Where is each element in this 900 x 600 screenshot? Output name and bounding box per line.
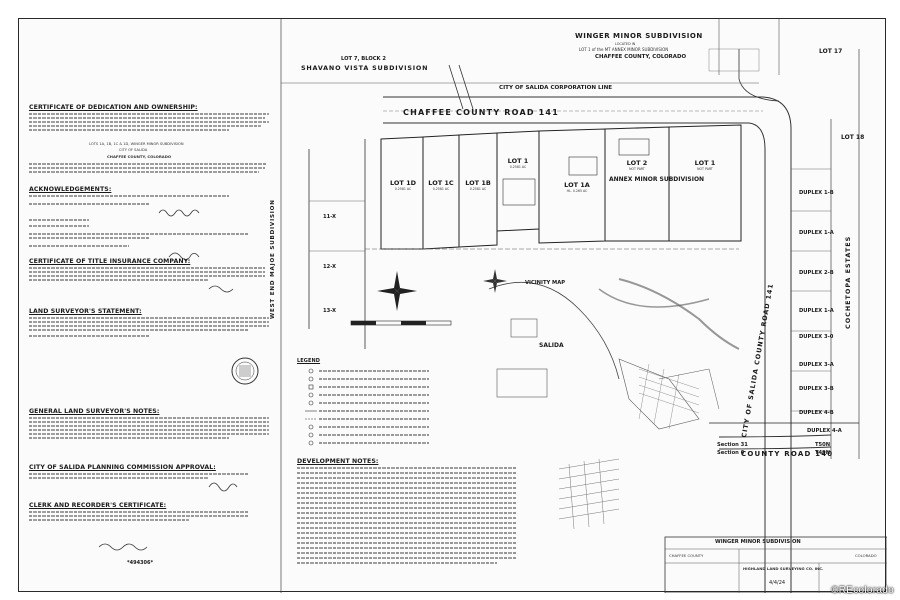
duplex-label: DUPLEX 4-A [807, 428, 842, 434]
dedication-sub-3: CHAFFEE COUNTY, COLORADO [107, 154, 172, 159]
shavano-label: SHAVANO VISTA SUBDIVISION [301, 64, 429, 72]
duplex-label: DUPLEX 2-B [799, 270, 834, 276]
side-lot-12x: 12-X [323, 264, 336, 270]
acknowledgements-heading: ACKNOWLEDGEMENTS: [29, 186, 112, 193]
duplex-label: DUPLEX 3-A [799, 362, 834, 368]
bottom-title-firm: HIGHLAND LAND SURVEYING CO. INC. [743, 566, 824, 571]
survey-plat-sheet: WINGER MINOR SUBDIVISION LOCATED IN LOT … [18, 18, 887, 593]
planning-approval-heading: CITY OF SALIDA PLANNING COMMISSION APPRO… [29, 464, 216, 471]
lot7-label: LOT 7, BLOCK 2 [341, 56, 386, 62]
dedication-sub-1: LOTS 1A, 1B, 1C & 1D, WINGER MINOR SUBDI… [89, 142, 184, 146]
duplex-label: DUPLEX 3-0 [799, 334, 834, 340]
dedication-sub-2: CITY OF SALIDA [119, 148, 148, 152]
title-block-line3: CHAFFEE COUNTY, COLORADO [595, 54, 687, 60]
corporation-line-label: CITY OF SALIDA CORPORATION LINE [499, 85, 613, 91]
lot-1-not-part: LOT 1 NOT PART [694, 159, 716, 171]
lot18-label: LOT 18 [841, 134, 865, 141]
lot-1a: LOT 1A HL. 0.265 AC [564, 181, 590, 193]
general-notes-heading: GENERAL LAND SURVEYOR'S NOTES: [29, 408, 160, 415]
plat-linework [98, 19, 887, 593]
side-lot-11x: 11-X [323, 214, 336, 220]
title-insurance-heading: CERTIFICATE OF TITLE INSURANCE COMPANY: [29, 258, 191, 265]
lot-1c: LOT 1C 0.2581 AC [428, 179, 454, 191]
bottom-title-date: 4/4/24 [769, 580, 786, 586]
road-141-label: CHAFFEE COUNTY ROAD 141 [403, 108, 559, 117]
legend-heading: LEGEND [297, 358, 321, 364]
vicinity-map-label: VICINITY MAP [525, 280, 566, 286]
lot-2-not-part: LOT 2 NOT PART [626, 159, 648, 171]
t49n-label: T49N [815, 450, 831, 456]
clerk-certificate-heading: CLERK AND RECORDER'S CERTIFICATE: [29, 502, 167, 509]
title-block-title: WINGER MINOR SUBDIVISION [575, 32, 703, 40]
title-block-line1: LOCATED IN [615, 42, 636, 46]
lot-1d: LOT 1D 0.2581 AC [389, 179, 417, 191]
section-6-label: Section 6 [717, 450, 745, 456]
salida-label: SALIDA [539, 342, 564, 349]
lot17-label: LOT 17 [819, 48, 843, 55]
duplex-label: DUPLEX 4-B [799, 410, 834, 416]
county-road-140-label: COUNTY ROAD 140 [741, 450, 834, 458]
bottom-title-name: WINGER MINOR SUBDIVISION [715, 539, 801, 545]
lot-1b: LOT 1B 0.2581 AC [465, 179, 491, 191]
duplex-label: DUPLEX 1-B [799, 190, 834, 196]
surveyor-statement-heading: LAND SURVEYOR'S STATEMENT: [29, 308, 142, 315]
annex-minor-label: ANNEX MINOR SUBDIVISION [609, 176, 705, 183]
reception-number: *494306* [127, 560, 154, 566]
development-notes-heading: DEVELOPMENT NOTES: [297, 458, 379, 465]
duplex-label: DUPLEX 1-A [799, 230, 834, 236]
duplex-label: DUPLEX 1-A [799, 308, 834, 314]
bottom-title-state: COLORADO [855, 553, 877, 558]
t50n-label: T50N [815, 442, 831, 448]
cochetopa-label: COCHETOPA ESTATES [844, 235, 852, 329]
west-end-label: WEST END MAJOE SUBDIVISION [270, 199, 276, 319]
duplex-label: DUPLEX 3-B [799, 386, 834, 392]
dedication-heading: CERTIFICATE OF DEDICATION AND OWNERSHIP: [29, 104, 198, 111]
side-lot-13x: 13-X [323, 308, 336, 314]
title-block-line2: LOT 1 of the MT ANNEX MINOR SUBDIVISION [579, 47, 669, 52]
section-31-label: Section 31 [717, 442, 748, 448]
recolorado-watermark: ©REcolorado [831, 585, 894, 596]
bottom-title-county: CHAFFEE COUNTY [669, 553, 704, 558]
lot-1: LOT 1 0.2581 AC [507, 157, 529, 169]
